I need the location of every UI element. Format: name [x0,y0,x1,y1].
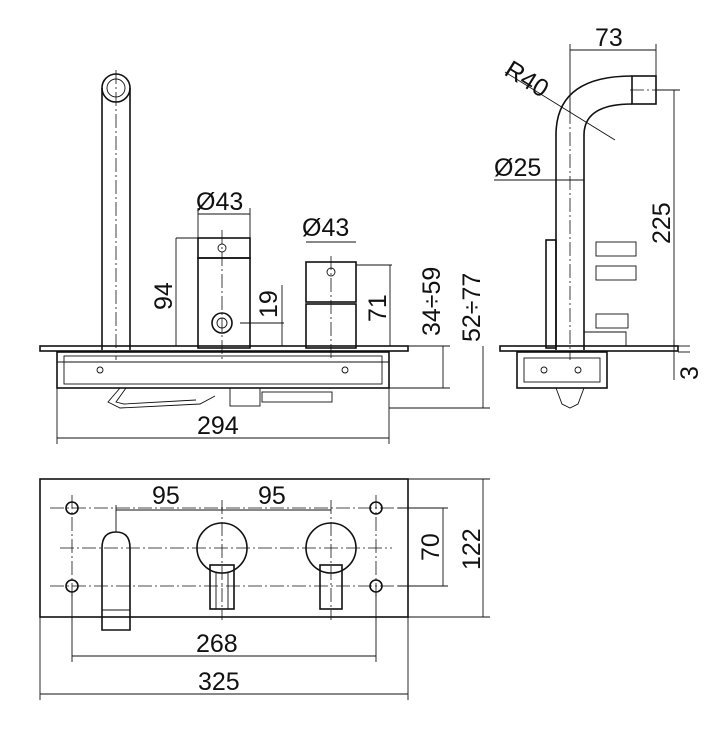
dim-width-294: 294 [197,412,239,440]
top-spout [101,531,131,631]
dim-diameter-left: Ø43 [196,188,243,216]
dim-radius-r40: R40 [500,55,554,103]
front-view: Ø43 Ø43 94 19 71 34÷59 52÷77 294 [39,70,490,444]
dim-height-19: 19 [255,290,283,318]
dim-height-71: 71 [364,294,392,322]
dim-gap-3: 3 [676,366,704,380]
top-view: 95 95 70 122 268 325 [39,478,490,700]
wall-plate [39,345,409,352]
dim-hole-spacing-70: 70 [417,533,445,561]
mount-hole [369,501,383,515]
side-wall-plate [499,345,679,352]
side-housing [516,351,608,389]
dim-diameter-spout: Ø25 [494,154,541,182]
dim-offset-73: 73 [595,24,623,52]
dim-spacing-left: 95 [152,482,180,510]
dim-height-225: 225 [648,202,676,244]
dim-range-34-59: 34÷59 [418,267,446,336]
dim-diameter-right: Ø43 [302,214,349,242]
side-view: 73 R40 Ø25 225 3 [494,24,704,409]
valve-housing [56,351,390,389]
dim-plate-width-325: 325 [198,668,240,696]
dim-plate-height-122: 122 [458,528,486,570]
left-handle [197,237,251,259]
dim-hole-spacing-268: 268 [196,630,238,658]
dim-range-52-77: 52÷77 [458,273,486,342]
top-plate [39,478,409,618]
mount-hole [65,501,79,515]
dim-height-94: 94 [150,282,178,310]
dim-spacing-right: 95 [258,482,286,510]
connection-pipe [107,387,216,409]
